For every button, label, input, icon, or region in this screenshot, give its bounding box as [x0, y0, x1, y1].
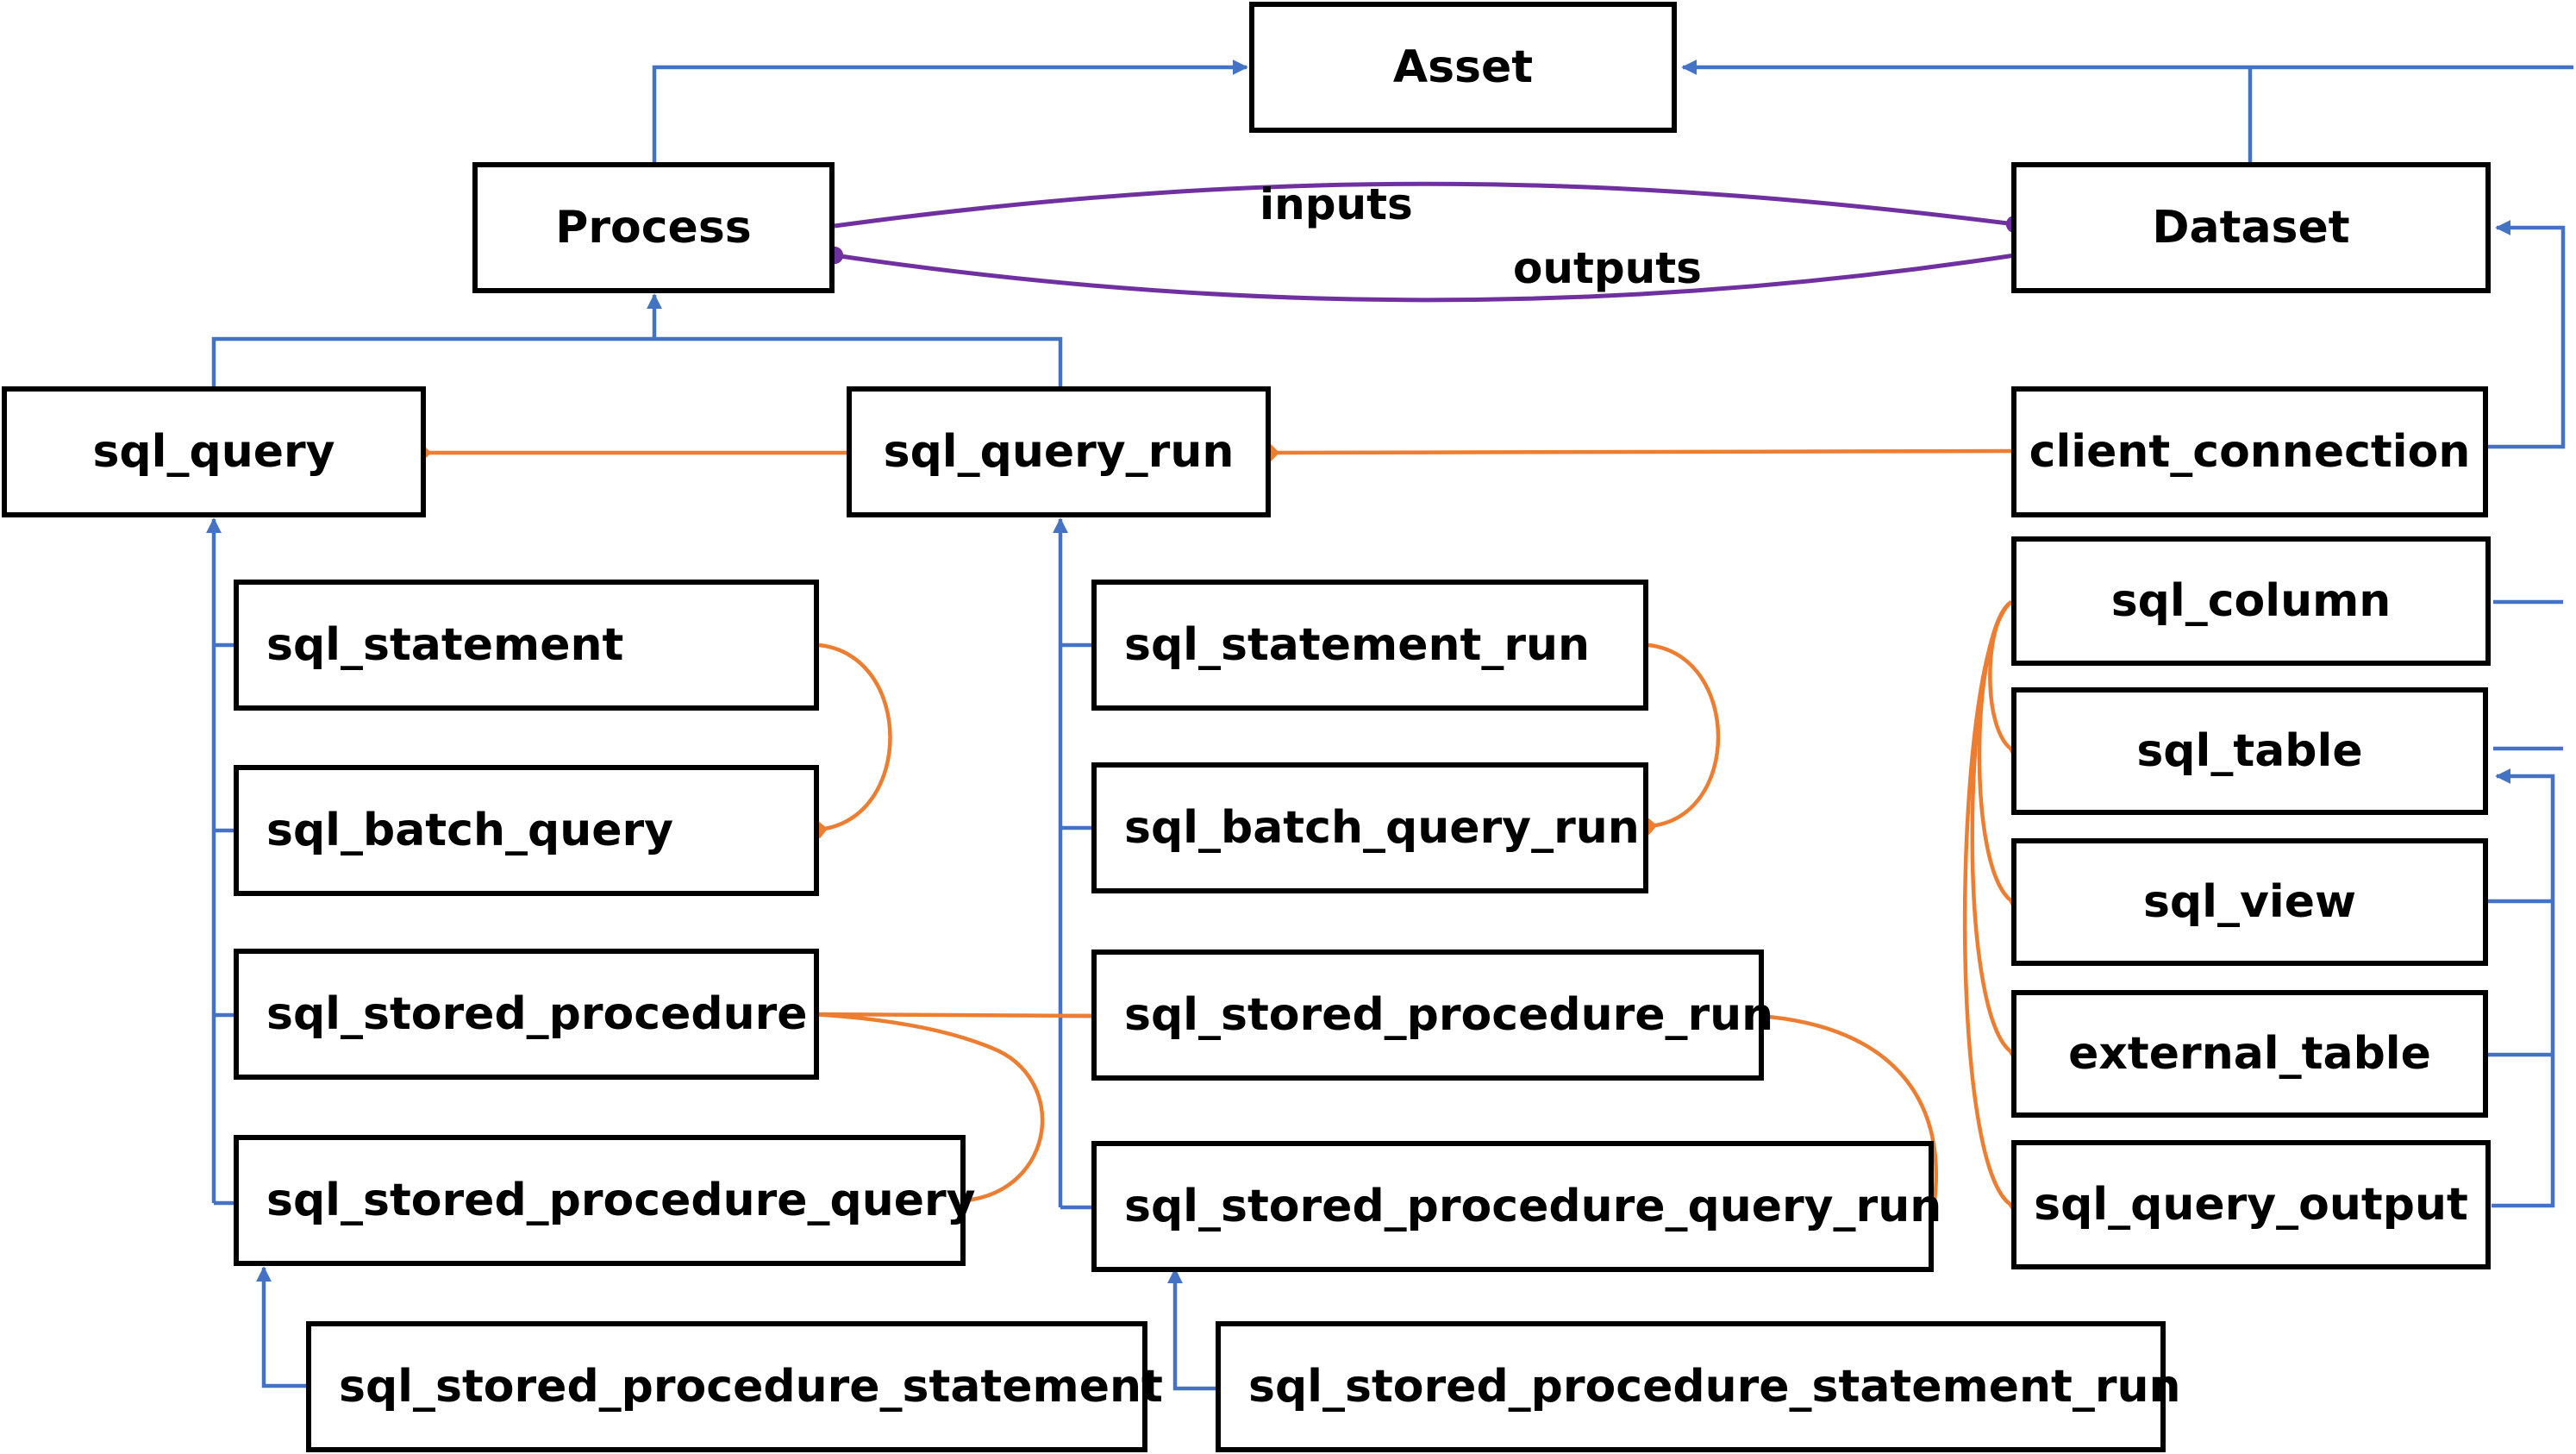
edge-sql-query-process	[211, 336, 1063, 388]
edge-process-asset	[652, 60, 1248, 164]
node-sql-table[interactable]: sql_table	[2011, 687, 2488, 815]
node-sql-stored-procedure[interactable]: sql_stored_procedure	[234, 949, 819, 1080]
edge-dataset-asset	[1683, 67, 2573, 164]
node-dataset[interactable]: Dataset	[2011, 162, 2491, 293]
node-sql-stored-procedure-statement-run[interactable]: sql_stored_procedure_statement_run	[1216, 1321, 2181, 1452]
node-asset[interactable]: Asset	[1249, 2, 1677, 133]
rel-column-external	[1970, 600, 2026, 1063]
edge-sp-statement-sp-query	[256, 1266, 306, 1388]
label-inputs: inputs	[1260, 179, 1413, 229]
edge-left-branches	[214, 642, 234, 1206]
node-sql-stored-procedure-run[interactable]: sql_stored_procedure_run	[1091, 949, 1773, 1081]
node-process[interactable]: Process	[472, 162, 835, 293]
rel-statement-batch	[810, 642, 892, 839]
edge-inputs	[834, 181, 2024, 234]
edge-sp-statement-run-sp-query-run	[1167, 1268, 1216, 1391]
node-sql-stored-procedure-query-run[interactable]: sql_stored_procedure_query_run	[1091, 1141, 1941, 1272]
edge-right-dataset-bus	[2488, 220, 2566, 449]
rel-client-query-run	[1261, 443, 2012, 462]
node-sql-batch-query-run[interactable]: sql_batch_query_run	[1091, 762, 1648, 893]
node-client-connection[interactable]: client_connection	[2011, 386, 2488, 517]
node-sql-query-output[interactable]: sql_query_output	[2011, 1140, 2491, 1269]
rel-sp-run-sp	[803, 1005, 1092, 1024]
rel-statement-run-batch-run	[1639, 642, 1721, 836]
node-sql-query[interactable]: sql_query	[2, 386, 426, 517]
node-sql-stored-procedure-query[interactable]: sql_stored_procedure_query	[234, 1135, 976, 1266]
node-sql-query-run[interactable]: sql_query_run	[847, 386, 1271, 517]
node-external-table[interactable]: external_table	[2011, 990, 2488, 1118]
node-sql-batch-query[interactable]: sql_batch_query	[234, 765, 819, 896]
node-sql-stored-procedure-statement[interactable]: sql_stored_procedure_statement	[306, 1321, 1163, 1452]
edge-right-table-branches	[2488, 899, 2553, 1057]
rel-column-query-output	[1962, 600, 2026, 1216]
rel-sp-query-run-sp-run	[1749, 1006, 1939, 1208]
edge-outputs	[825, 246, 2016, 303]
edge-right-dataset-branches	[2493, 599, 2563, 751]
node-sql-column[interactable]: sql_column	[2011, 536, 2491, 666]
node-sql-statement[interactable]: sql_statement	[234, 580, 819, 711]
edge-right-table-bus	[2492, 768, 2555, 1208]
edge-middle-branches	[1060, 642, 1091, 1210]
node-sql-statement-run[interactable]: sql_statement_run	[1091, 580, 1648, 711]
label-outputs: outputs	[1513, 243, 1702, 293]
rel-sp-query-sp	[811, 1012, 1045, 1203]
node-sql-view[interactable]: sql_view	[2011, 838, 2488, 966]
